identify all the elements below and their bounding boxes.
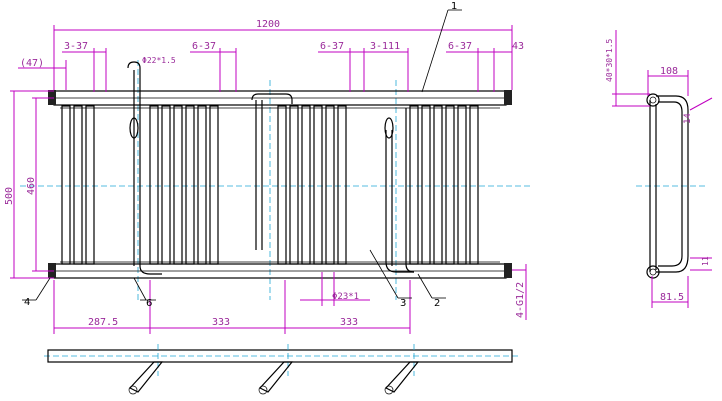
plan-arm — [128, 344, 164, 395]
radiator-bar — [161, 105, 171, 265]
left-dimensions: 500 460 — [4, 90, 54, 279]
dim-outlet-thread: 4-G1/2 — [515, 282, 526, 318]
plan-view — [44, 344, 520, 395]
dim-top-tube-dia: Φ22*1.5 — [142, 56, 176, 65]
radiator-bar — [197, 105, 207, 265]
dim-bottom-offset: 11 — [701, 256, 710, 266]
radiator-bar — [73, 105, 83, 265]
dim-depth: 108 — [660, 66, 678, 77]
radiator-bar — [409, 105, 419, 265]
dim-spacing-3: 6-37 — [320, 41, 344, 52]
side-back-tube — [649, 100, 657, 272]
dim-top-offset: 14 — [683, 113, 693, 124]
radiator-bar — [445, 105, 455, 265]
dim-overall-width: 1200 — [256, 19, 280, 30]
radiator-bar — [61, 105, 71, 265]
radiator-bar — [313, 105, 323, 265]
radiator-bar — [301, 105, 311, 265]
side-bottom-tube — [646, 265, 660, 279]
radiator-bar — [421, 105, 431, 265]
dim-spacing-1: 3-37 — [64, 41, 88, 52]
radiator-bar — [289, 105, 299, 265]
dim-bottom-right: 333 — [340, 317, 358, 328]
radiator-bar — [149, 105, 159, 265]
radiator-bar — [325, 105, 335, 265]
left-hook-ring — [129, 117, 139, 139]
radiator-bar — [85, 105, 95, 265]
front-view: 1200 (47) 3-37 Φ22*1.5 6-37 6-37 3-111 — [4, 1, 530, 334]
radiator-bar — [277, 105, 287, 265]
callout-6: 6 — [146, 298, 152, 309]
radiator-bar — [457, 105, 467, 265]
right-hook-bar — [405, 108, 415, 273]
callout-3: 3 — [400, 298, 406, 309]
dim-tube-section: 40*30*1.5 — [605, 38, 614, 82]
dim-spacing-2: 6-37 — [192, 41, 216, 52]
radiator-bar — [433, 105, 443, 265]
end-cap — [504, 263, 512, 278]
radiator-bar — [337, 105, 347, 265]
dim-bottom-depth: 81.5 — [660, 292, 684, 303]
side-inner-arc — [658, 101, 683, 267]
dim-bottom-mid: 333 — [212, 317, 230, 328]
callout-1: 1 — [451, 1, 457, 12]
dim-inner-height: 460 — [26, 177, 37, 195]
right-hook-bar — [385, 130, 414, 273]
radiator-bar — [209, 105, 219, 265]
dim-bottom-left: 287.5 — [88, 317, 118, 328]
plan-tube — [47, 349, 513, 363]
radiator-bar — [185, 105, 195, 265]
side-top-tube — [646, 93, 660, 107]
side-dimensions: 40*30*1.5 108 14 11 81.5 — [605, 30, 713, 308]
dim-spacing-5: 6-37 — [448, 41, 472, 52]
left-hook-bar — [127, 61, 162, 275]
dim-overall-height: 500 — [4, 187, 15, 205]
radiator-bar — [173, 105, 183, 265]
callout-4: 4 — [24, 297, 30, 308]
side-view: 40*30*1.5 108 14 11 81.5 — [605, 30, 713, 308]
right-hook-ring — [384, 117, 394, 139]
dim-bar-dia: Φ23*1 — [332, 292, 359, 302]
dim-spacing-4: 3-111 — [370, 41, 400, 52]
end-cap — [504, 90, 512, 105]
plan-arm — [258, 344, 294, 395]
plan-arm — [384, 344, 420, 395]
dim-right-offset: 43 — [512, 41, 524, 52]
middle-hook-top — [251, 93, 293, 104]
bottom-dimensions: 287.5 333 333 Φ23*1 4-G1/2 — [53, 264, 527, 334]
side-front-arc — [656, 95, 689, 273]
top-dimensions: 1200 (47) 3-37 Φ22*1.5 6-37 6-37 3-111 — [18, 19, 524, 92]
vertical-bars — [61, 105, 479, 265]
dim-left-offset: (47) — [20, 58, 44, 69]
callout-2: 2 — [434, 298, 440, 309]
radiator-bar — [469, 105, 479, 265]
callouts: 1 2 3 4 6 — [22, 1, 462, 309]
